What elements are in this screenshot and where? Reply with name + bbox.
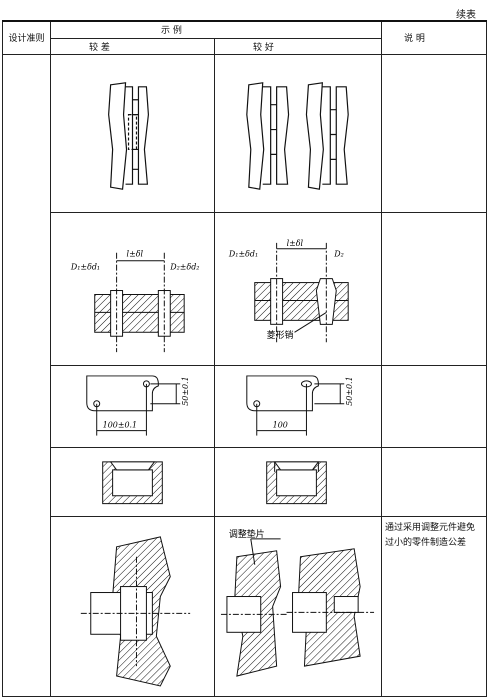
header-worse: 较 差 <box>50 37 215 55</box>
figure-better-plates <box>214 53 382 213</box>
figure-worse-holes: 100±0.1 50±0.1 <box>50 364 215 449</box>
dim-label: 100 <box>273 420 288 429</box>
header-examples: 示 例 <box>50 20 382 39</box>
header-design-principle: 设计准则 <box>2 20 51 55</box>
dim-label: D₂±δd₂ <box>169 262 199 271</box>
dim-label: D₁±δd₁ <box>70 262 100 271</box>
header-notes: 说 明 <box>381 20 487 55</box>
figure-better-channel <box>214 447 382 517</box>
figure-worse-housing <box>50 515 215 697</box>
dim-label: 50±0.1 <box>181 376 190 405</box>
figure-worse-pins: D₁±δd₁ l±δl D₂±δd₂ <box>50 211 215 366</box>
housing-drawing <box>80 536 191 687</box>
dim-label: 100±0.1 <box>103 420 137 429</box>
holes-drawing: 100 50±0.1 <box>246 375 354 436</box>
figure-better-housing: 调整垫片 <box>214 515 382 697</box>
figure-worse-plates <box>50 53 215 213</box>
dim-label: D₂ <box>333 249 344 258</box>
figure-better-holes: 100 50±0.1 <box>214 364 382 449</box>
design-guideline-table: 设计准则 示 例 说 明 较 差 较 好 <box>2 20 487 697</box>
note-cell: 通过采用调整元件避免过小的零件制造公差 <box>381 515 487 697</box>
dim-label: 50±0.1 <box>345 376 354 405</box>
plates-drawing <box>108 81 150 190</box>
table-row: 调整垫片 通过采用调整元件避免过小的零件制造公差 <box>3 515 487 697</box>
note-cell <box>381 364 487 449</box>
dim-label: D₁±δd₁ <box>228 249 258 258</box>
continued-label: 续表 <box>456 10 476 21</box>
holes-drawing: 100±0.1 50±0.1 <box>86 375 190 436</box>
table-row: D₁±δd₁ l±δl D₂±δd₂ D₁±δd₁ l±δl <box>3 211 487 366</box>
table-row: 100±0.1 50±0.1 100 50±0.1 <box>3 364 487 449</box>
pins-drawing: D₁±δd₁ l±δl D₂ 菱形销 <box>228 238 349 342</box>
plates-drawing <box>246 81 349 190</box>
dim-label: l±δl <box>127 249 144 258</box>
figure-better-pins: D₁±δd₁ l±δl D₂ 菱形销 <box>214 211 382 366</box>
diamond-pin-label: 菱形销 <box>267 329 294 341</box>
channel-drawing <box>266 461 327 505</box>
note-cell <box>381 211 487 366</box>
note-cell <box>381 53 487 213</box>
note-cell <box>381 447 487 517</box>
figure-worse-channel <box>50 447 215 517</box>
housing-drawing: 调整垫片 <box>220 528 375 677</box>
dim-label: l±δl <box>287 238 304 247</box>
channel-drawing <box>102 461 163 505</box>
shim-label: 调整垫片 <box>229 528 265 540</box>
principle-cell <box>2 53 51 697</box>
table-row <box>2 53 487 697</box>
header-better: 较 好 <box>214 37 382 55</box>
pins-drawing: D₁±δd₁ l±δl D₂±δd₂ <box>70 249 200 352</box>
table-row <box>3 447 487 517</box>
